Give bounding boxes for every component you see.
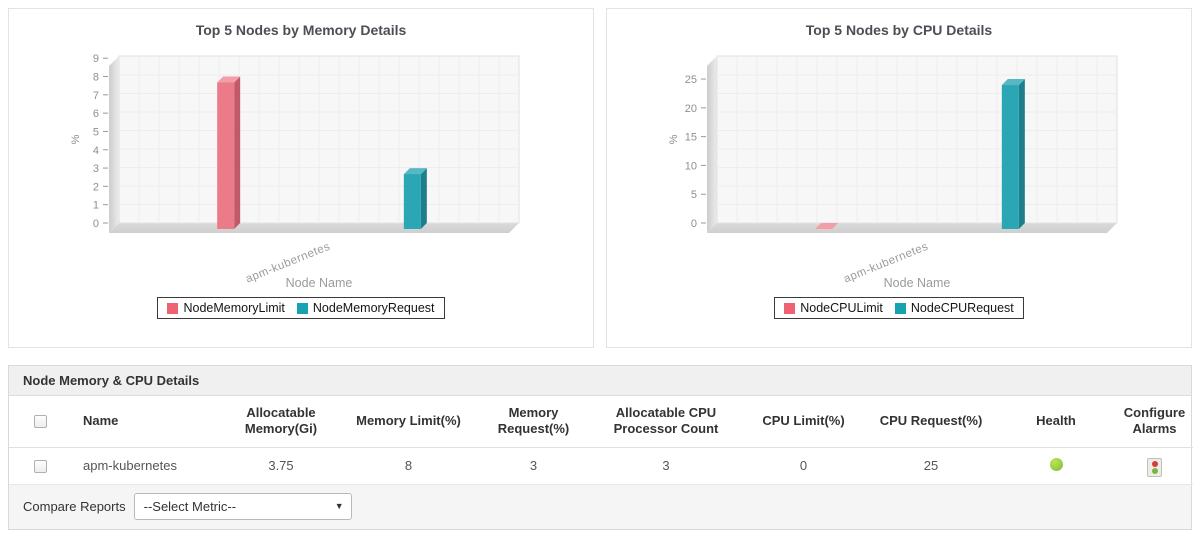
legend-swatch-icon <box>167 302 179 314</box>
svg-text:25: 25 <box>685 74 697 86</box>
svg-text:2: 2 <box>93 181 99 193</box>
cpu-chart-legend: NodeCPULimit NodeCPURequest <box>607 297 1191 319</box>
cpu-limit-cell: 0 <box>741 447 866 485</box>
svg-text:4: 4 <box>93 145 99 157</box>
legend-label: NodeCPURequest <box>910 301 1014 315</box>
legend-label: NodeCPULimit <box>800 301 883 315</box>
memory-chart-panel: Top 5 Nodes by Memory Details 0 1 2 3 4 5 6 7 8 9%… <box>8 8 594 348</box>
health-cell <box>996 447 1116 485</box>
legend-label: NodeMemoryRequest <box>312 301 435 315</box>
svg-text:0: 0 <box>93 218 99 230</box>
memory-chart-legend: NodeMemoryLimit NodeMemoryRequest <box>9 297 593 319</box>
table-row: apm-kubernetes 3.75 8 3 3 0 25 <box>9 447 1193 485</box>
svg-text:Top 5 Nodes by CPU Details: Top 5 Nodes by CPU Details <box>806 22 993 38</box>
svg-text:9: 9 <box>93 53 99 65</box>
row-checkbox[interactable] <box>33 460 47 474</box>
svg-text:Top 5 Nodes by Memory Details: Top 5 Nodes by Memory Details <box>196 22 407 38</box>
legend-swatch-icon <box>296 302 308 314</box>
allocatable-cpu-cell: 3 <box>591 447 741 485</box>
table-header-row: Name Allocatable Memory(Gi) Memory Limit… <box>9 396 1193 448</box>
select-all-cell <box>9 396 71 448</box>
metric-select[interactable]: --Select Metric-- <box>133 492 352 520</box>
row-select-cell <box>9 447 71 485</box>
table-footer: Compare Reports --Select Metric-- ▼ <box>9 484 1191 529</box>
legend-item-node-cpu-request: NodeCPURequest <box>894 301 1014 315</box>
node-details-table: Name Allocatable Memory(Gi) Memory Limit… <box>9 396 1193 485</box>
alarm-red-dot-icon <box>1151 460 1158 467</box>
legend-label: NodeMemoryLimit <box>183 301 285 315</box>
memory-request-cell: 3 <box>476 447 591 485</box>
svg-text:5: 5 <box>691 189 697 201</box>
column-header-name: Name <box>71 396 221 448</box>
svg-text:8: 8 <box>93 72 99 84</box>
svg-text:%: % <box>668 134 680 144</box>
compare-reports-label: Compare Reports <box>23 498 126 514</box>
svg-text:6: 6 <box>93 108 99 120</box>
svg-text:Node Name: Node Name <box>884 276 951 290</box>
svg-text:7: 7 <box>93 90 99 102</box>
legend-item-node-cpu-limit: NodeCPULimit <box>784 301 883 315</box>
svg-text:5: 5 <box>93 126 99 138</box>
select-all-checkbox[interactable] <box>33 415 47 429</box>
column-header-cpu-limit: CPU Limit(%) <box>741 396 866 448</box>
column-header-cpu-request: CPU Request(%) <box>866 396 996 448</box>
svg-text:Node Name: Node Name <box>286 276 353 290</box>
memory-limit-cell: 8 <box>341 447 476 485</box>
allocatable-memory-cell: 3.75 <box>221 447 341 485</box>
charts-row: Top 5 Nodes by Memory Details 0 1 2 3 4 5 6 7 8 9%… <box>8 8 1192 348</box>
legend-item-node-memory-limit: NodeMemoryLimit <box>167 301 285 315</box>
svg-text:0: 0 <box>691 218 697 230</box>
legend-box: NodeCPULimit NodeCPURequest <box>774 297 1024 319</box>
column-header-health: Health <box>996 396 1116 448</box>
legend-box: NodeMemoryLimit NodeMemoryRequest <box>157 297 445 319</box>
cpu-request-cell: 25 <box>866 447 996 485</box>
svg-text:10: 10 <box>685 160 697 172</box>
svg-text:20: 20 <box>685 103 697 115</box>
node-details-panel: Node Memory & CPU Details Name Allocatab… <box>8 365 1193 530</box>
alarm-green-dot-icon <box>1151 467 1158 474</box>
legend-item-node-memory-request: NodeMemoryRequest <box>296 301 435 315</box>
health-status-icon[interactable] <box>1049 457 1063 471</box>
svg-text:1: 1 <box>93 200 99 212</box>
metric-select-wrap: --Select Metric-- ▼ <box>133 492 352 520</box>
svg-text:3: 3 <box>93 163 99 175</box>
configure-alarms-icon[interactable] <box>1147 457 1162 477</box>
column-header-allocatable-memory: Allocatable Memory(Gi) <box>221 396 341 448</box>
svg-text:%: % <box>70 134 82 144</box>
column-header-configure-alarms: Configure Alarms <box>1116 396 1193 448</box>
column-header-allocatable-cpu: Allocatable CPU Processor Count <box>591 396 741 448</box>
column-header-memory-limit: Memory Limit(%) <box>341 396 476 448</box>
cpu-chart-canvas: Top 5 Nodes by CPU Details0510152025%apm… <box>668 22 1118 290</box>
panel-title: Node Memory & CPU Details <box>9 366 1191 396</box>
svg-text:15: 15 <box>685 132 697 144</box>
column-header-memory-request: Memory Request(%) <box>476 396 591 448</box>
configure-alarms-cell <box>1116 447 1193 485</box>
memory-chart-canvas: Top 5 Nodes by Memory Details 0 1 2 3 4 5 6 7 8 9%… <box>70 22 520 290</box>
node-name-cell: apm-kubernetes <box>71 447 221 485</box>
legend-swatch-icon <box>784 302 796 314</box>
legend-swatch-icon <box>894 302 906 314</box>
